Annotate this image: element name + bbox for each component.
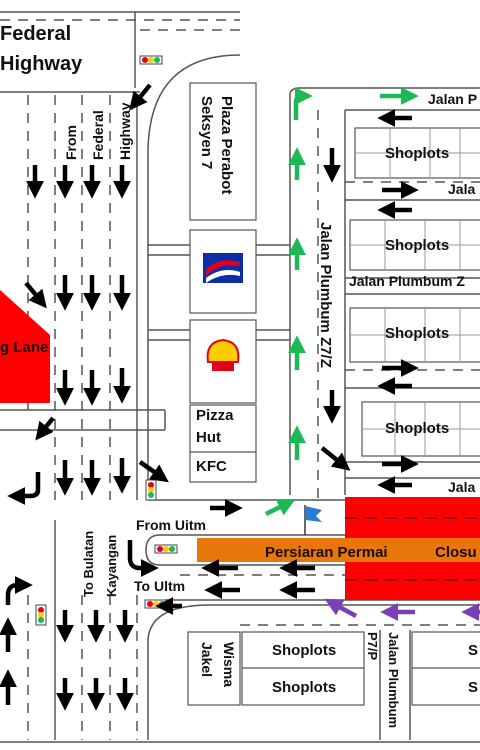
arrow-marker <box>129 83 152 111</box>
traffic-light-icon <box>139 55 163 65</box>
arrow-marker <box>5 576 33 605</box>
to-uitm-label: To Ultm <box>134 578 185 594</box>
arrow-marker <box>7 472 41 505</box>
from-label: From <box>63 125 79 160</box>
jalan-plumbum-row3-label: Jalan Plumbum Z <box>349 273 465 289</box>
jakel-label: Jakel <box>199 642 215 677</box>
highway-label: Highway <box>117 102 133 160</box>
shoplots-label: Shoplots <box>385 237 449 254</box>
p7p-label: P7/P <box>365 632 380 661</box>
closure-label: Closu <box>435 544 477 561</box>
jalan-top-label: Jalan P <box>428 91 477 107</box>
arrow-marker <box>127 540 159 577</box>
arrow-marker <box>35 416 55 441</box>
black-arrows <box>0 83 419 711</box>
persiaran-permai-label: Persiaran Permai <box>265 544 388 561</box>
persiaran-permai-road <box>197 538 480 562</box>
green-arrows <box>264 87 419 517</box>
arrow-marker <box>264 499 296 517</box>
title-line-2: Highway <box>0 53 83 75</box>
to-bulatan-label: To Bulatan <box>81 531 96 597</box>
arrow-marker <box>138 460 169 483</box>
s-label: S <box>468 642 478 659</box>
petronas-logo-icon <box>203 253 243 283</box>
arrow-marker <box>320 446 351 471</box>
traffic-light-icon <box>154 544 178 554</box>
wisma-jakel-building <box>187 631 241 706</box>
title-line-1: Federal <box>0 23 71 45</box>
shoplots-label: Shoplots <box>272 679 336 696</box>
lane-label: g Lane <box>0 339 48 356</box>
pizza-label: Pizza <box>196 407 234 424</box>
kayangan-label: Kayangan <box>104 535 119 597</box>
red-lane-zone <box>0 290 50 403</box>
arrow-marker <box>24 281 47 309</box>
shell-logo-icon <box>206 338 240 371</box>
pizza-hut-kfc-building <box>189 404 257 483</box>
flag-icon <box>304 505 322 535</box>
plaza-perabot-label: Plaza Perabot <box>218 96 235 194</box>
arrow-marker <box>293 87 313 120</box>
shoplots-label: Shoplots <box>385 325 449 342</box>
shoplots-label: Shoplots <box>385 420 449 437</box>
shoplot-dividers <box>350 128 480 456</box>
red-closure-lines <box>345 517 480 581</box>
s-label: S <box>468 679 478 696</box>
shell-station <box>189 319 257 404</box>
jalan-row2-label: Jala <box>448 181 475 197</box>
shoplots-label: Shoplots <box>272 642 336 659</box>
kfc-label: KFC <box>196 458 227 475</box>
traffic-light-icon <box>145 479 157 501</box>
shoplots-label: Shoplots <box>385 145 449 162</box>
jalan-plumbum-p7p-label: Jalan Plumbum <box>386 632 401 728</box>
wisma-label: Wisma <box>221 642 237 687</box>
plaza-perabot-building <box>189 82 257 221</box>
arrow-marker <box>324 598 358 618</box>
federal-label: Federal <box>90 110 106 160</box>
traffic-light-icon <box>144 599 168 609</box>
from-uitm-label: From Uitm <box>136 517 206 533</box>
jalan-row5-label: Jala <box>448 479 475 495</box>
jalan-plumbum-z7z-label: Jalan Plumbum Z7/Z <box>317 222 334 368</box>
seksyen7-label: Seksyen 7 <box>198 96 215 169</box>
traffic-light-icon <box>35 604 47 626</box>
purple-arrows <box>324 598 480 621</box>
hut-label: Hut <box>196 429 221 446</box>
